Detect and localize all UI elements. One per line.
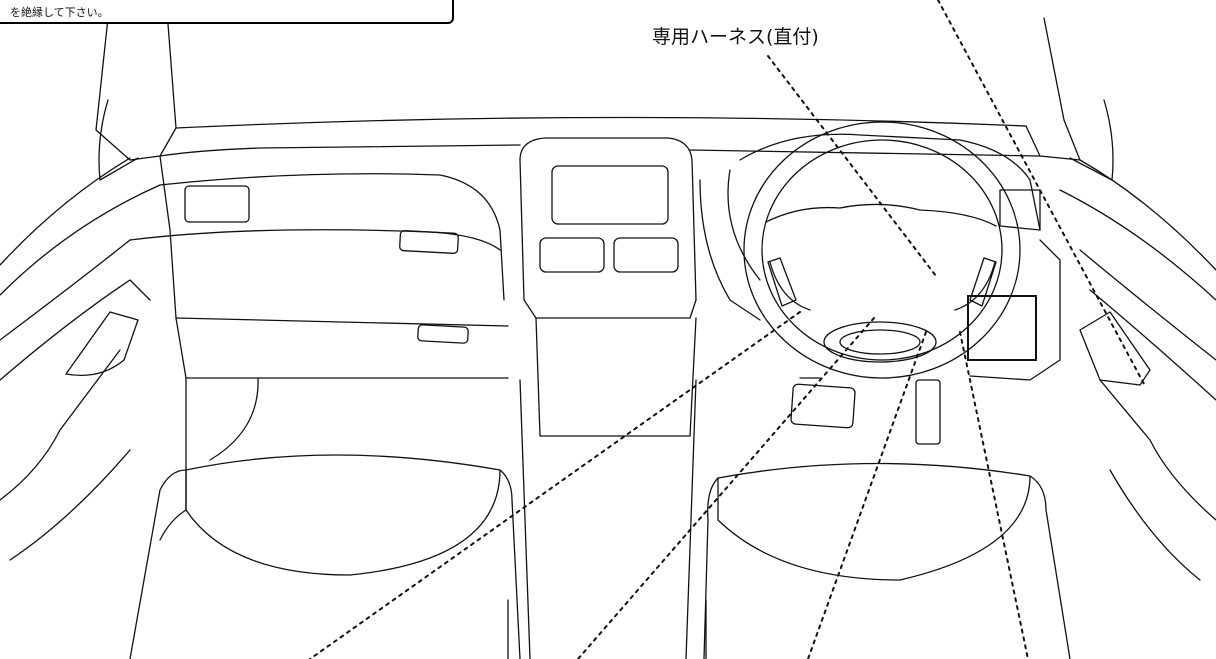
- left-a-pillar: [0, 17, 177, 296]
- steering-column: [790, 377, 941, 445]
- right-a-pillar: [1025, 17, 1216, 301]
- passenger-dash: [129, 155, 509, 471]
- driver-seat: [703, 462, 1071, 659]
- passenger-seat: [129, 454, 521, 659]
- warning-note-box: を絶縁して下さい。: [0, 0, 454, 24]
- dashboard-top: [159, 116, 1041, 301]
- harness-callout-label: 専用ハーネス(直付): [652, 26, 819, 48]
- warning-note-text: を絶縁して下さい。: [10, 6, 109, 19]
- steering-wheel: [743, 121, 1021, 379]
- leader-lines: [309, 0, 1145, 659]
- right-door: [1079, 249, 1216, 581]
- unit-location-box: [967, 295, 1037, 361]
- left-door: [0, 239, 151, 561]
- driver-dash: [699, 133, 1061, 381]
- center-console: [507, 137, 707, 659]
